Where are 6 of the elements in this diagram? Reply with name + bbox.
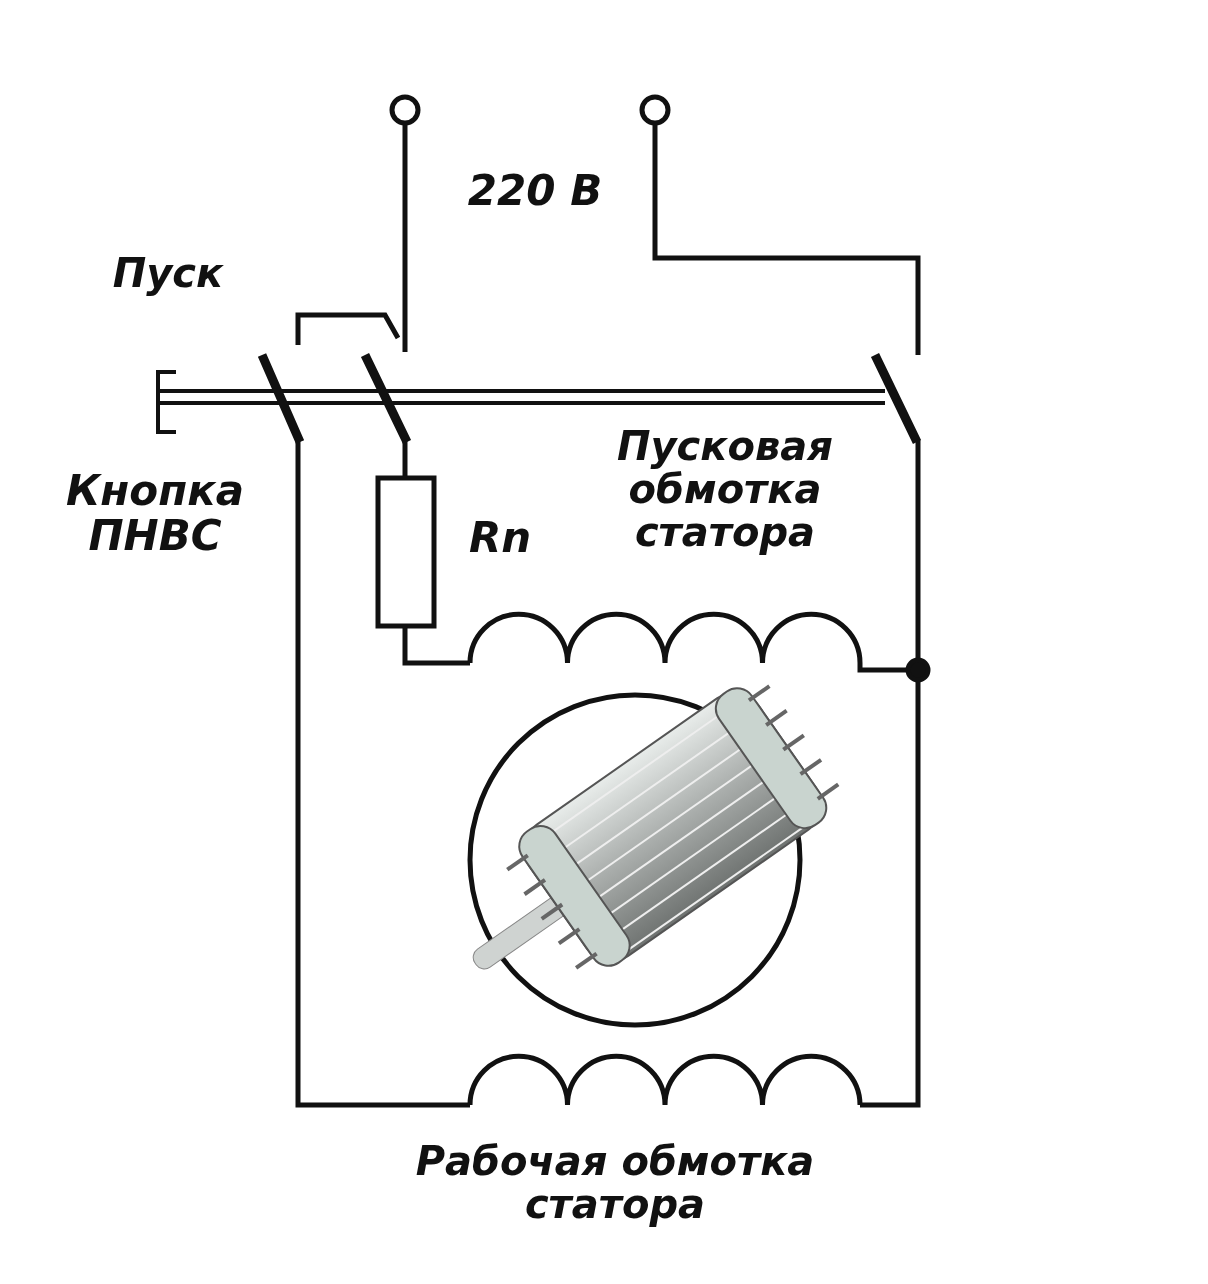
circuit-label: 220 В (466, 168, 604, 214)
circuit-label: Пусковая обмотка статора (616, 425, 834, 555)
circuit-label: Кнопка ПНВС (64, 468, 246, 559)
circuit-label: Рабочая обмотка статора (414, 1140, 816, 1227)
circuit-label: Пуск (111, 252, 225, 296)
circuit-label: Rn (467, 515, 533, 561)
